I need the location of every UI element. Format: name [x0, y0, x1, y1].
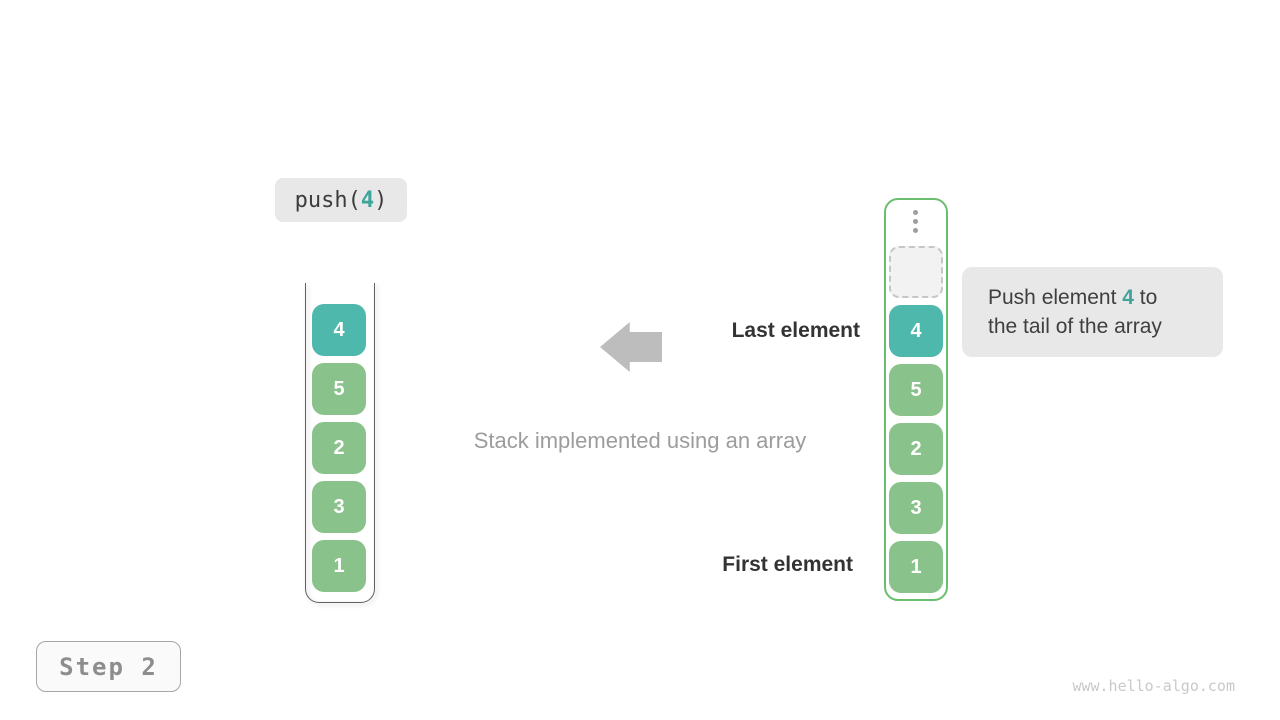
- stack-item: 2: [312, 422, 366, 474]
- stack-item: 3: [312, 481, 366, 533]
- tooltip-line-1: Push element 4 to: [988, 286, 1158, 309]
- first-element-label: First element: [722, 553, 853, 576]
- stack-item: 5: [312, 363, 366, 415]
- stack-item: 5: [889, 364, 943, 416]
- left-arrow-icon: [600, 322, 662, 372]
- stack-item: 4: [889, 305, 943, 357]
- left-stack-container: [305, 283, 375, 603]
- tooltip-value: 4: [1122, 286, 1134, 309]
- stack-item: 1: [889, 541, 943, 593]
- step-badge: Step 2: [36, 641, 181, 692]
- operation-suffix: ): [374, 187, 388, 213]
- operation-label: push(4): [275, 178, 407, 222]
- watermark: www.hello-algo.com: [1072, 677, 1235, 695]
- stack-item: 1: [312, 540, 366, 592]
- tooltip-line-2: the tail of the array: [988, 315, 1162, 338]
- stack-item: 2: [889, 423, 943, 475]
- last-element-label: Last element: [731, 319, 860, 342]
- stack-item: 3: [889, 482, 943, 534]
- empty-slot: [889, 246, 943, 298]
- stack-item: 4: [312, 304, 366, 356]
- ellipsis-icon: [903, 210, 928, 233]
- push-tooltip: Push element 4 to the tail of the array: [962, 267, 1223, 357]
- operation-value: 4: [360, 187, 375, 213]
- operation-prefix: push(: [294, 187, 361, 213]
- caption: Stack implemented using an array: [473, 428, 807, 453]
